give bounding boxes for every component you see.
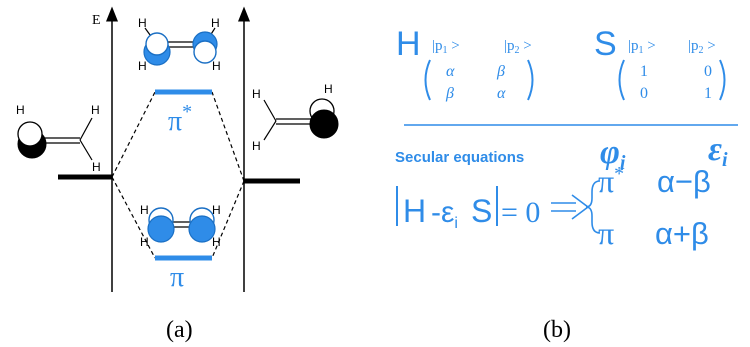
svg-text:|p1 >: |p1 >	[628, 38, 656, 56]
bonding-orbital-drawing: H H H H	[140, 203, 221, 249]
s-matrix: S |p1 > |p2 > 1 0 0 1	[594, 25, 726, 102]
svg-text:S: S	[471, 193, 492, 229]
caption-a: (a)	[166, 317, 193, 343]
energy-axis-label: E	[92, 13, 101, 28]
svg-text:H: H	[140, 203, 149, 217]
svg-text:|p2 >: |p2 >	[504, 38, 532, 56]
epsilon-header: εi	[708, 131, 728, 171]
svg-text:H: H	[212, 59, 221, 73]
svg-text:H: H	[403, 193, 426, 229]
svg-text:0: 0	[640, 85, 648, 102]
svg-text:H: H	[91, 103, 100, 117]
determinant-equation: H -εi S = 0	[396, 180, 601, 234]
panel-b: H |p1 > |p2 > α β β α S |p1 > |p2 > 1 0 …	[395, 25, 738, 343]
h-matrix: H |p1 > |p2 > α β β α	[396, 25, 534, 102]
solution-row-2-orbital: π	[598, 215, 614, 251]
implies-arrow-icon	[551, 194, 590, 220]
svg-text:|p1 >: |p1 >	[432, 38, 460, 56]
svg-text:H: H	[212, 203, 221, 217]
left-fragment-drawing: H H H	[16, 103, 101, 174]
svg-text:|p2 >: |p2 >	[688, 38, 716, 56]
svg-text:H: H	[16, 103, 25, 117]
solution-row-2-energy: α+β	[655, 216, 709, 251]
svg-text:α: α	[446, 63, 455, 80]
right-fragment-drawing: H H H	[252, 82, 339, 153]
curly-brace-icon	[585, 180, 601, 234]
panel-a: E π* π H H H H	[16, 6, 339, 343]
antibonding-orbital-drawing: H H H H	[138, 16, 221, 73]
phi-header: φi	[600, 134, 626, 174]
svg-text:= 0: = 0	[501, 196, 540, 229]
svg-text:-εi: -εi	[431, 196, 458, 232]
svg-text:H: H	[252, 139, 261, 153]
svg-text:H: H	[138, 16, 147, 30]
correlation-lines	[111, 91, 245, 259]
svg-text:S: S	[594, 25, 617, 63]
svg-text:H: H	[92, 160, 101, 174]
svg-text:1: 1	[704, 85, 712, 102]
svg-text:H: H	[140, 235, 149, 249]
svg-text:0: 0	[704, 63, 712, 80]
svg-text:β: β	[445, 85, 454, 102]
secular-equations-title: Secular equations	[395, 149, 524, 166]
svg-text:H: H	[138, 59, 147, 73]
svg-text:H: H	[324, 82, 333, 96]
svg-text:1: 1	[640, 63, 648, 80]
bonding-label: π	[170, 262, 184, 293]
svg-text:H: H	[396, 25, 421, 63]
svg-text:H: H	[212, 235, 221, 249]
svg-text:α: α	[497, 85, 506, 102]
svg-text:β: β	[496, 63, 505, 80]
solution-row-1-energy: α−β	[657, 164, 711, 199]
antibonding-label: π*	[168, 101, 192, 137]
caption-b: (b)	[543, 317, 571, 343]
svg-text:H: H	[252, 87, 261, 101]
solution-row-1-orbital: π*	[598, 163, 624, 199]
svg-text:H: H	[211, 16, 220, 30]
